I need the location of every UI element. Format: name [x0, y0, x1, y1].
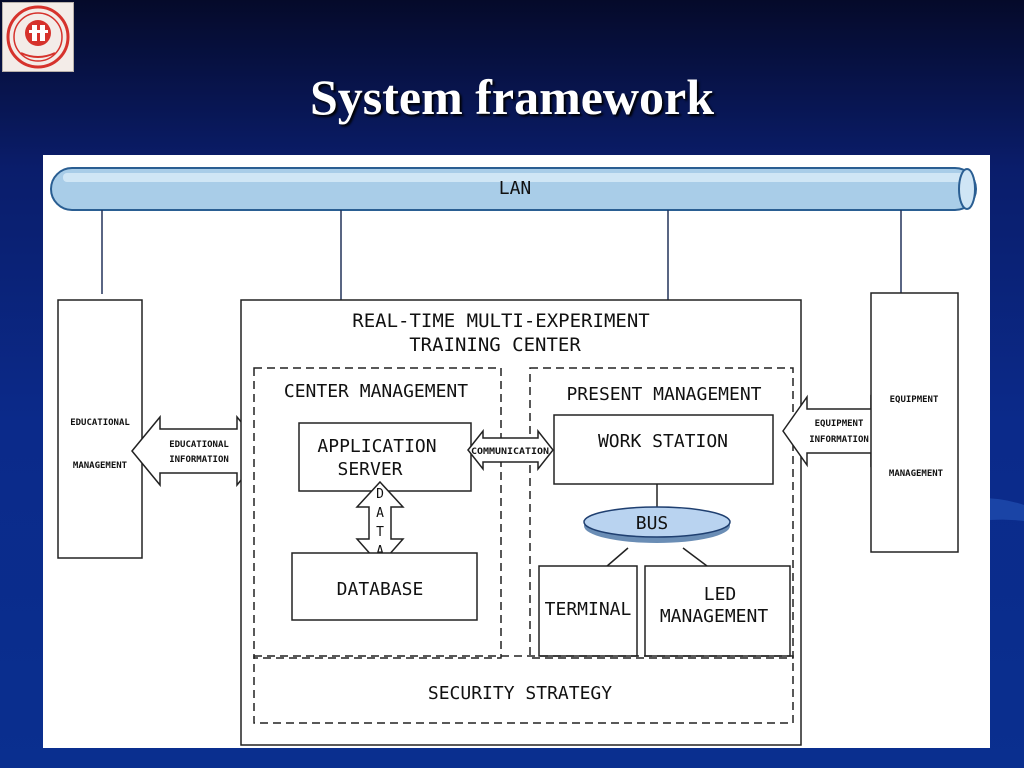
center-management-label: CENTER MANAGEMENT	[284, 381, 468, 402]
application-server-line2: SERVER	[337, 459, 402, 480]
led-management-line1: LED	[704, 584, 737, 605]
bus-led-connector	[682, 547, 708, 567]
page-title: System framework	[309, 69, 715, 125]
security-strategy-region	[253, 655, 794, 724]
equipment-management-box	[870, 292, 959, 553]
data-letter-t: T	[376, 525, 384, 540]
university-seal-icon	[2, 2, 74, 72]
application-server-box	[298, 422, 472, 492]
data-letter-d: D	[376, 487, 384, 502]
equipment-management-line2: MANAGEMENT	[889, 469, 944, 479]
data-letter-a2: A	[376, 544, 384, 559]
communication-label: COMMUNICATION	[471, 447, 549, 457]
equipment-information-line1: EQUIPMENT	[815, 419, 864, 429]
database-box	[291, 552, 478, 621]
bus-ellipse-top	[583, 506, 731, 538]
educational-management-line1: EDUCATIONAL	[70, 418, 130, 428]
work-station-box	[553, 414, 774, 485]
led-management-box	[644, 565, 791, 657]
educational-management-box	[57, 299, 143, 559]
terminal-label: TERMINAL	[545, 599, 632, 620]
application-server-line1: APPLICATION	[317, 436, 436, 457]
present-management-region	[529, 367, 794, 659]
educational-information-line1: EDUCATIONAL	[169, 440, 229, 450]
led-management-line2: MANAGEMENT	[660, 606, 769, 627]
lan-label: LAN	[499, 178, 532, 199]
data-letter-a1: A	[376, 506, 384, 521]
terminal-box	[538, 565, 638, 657]
training-center-title-line2: TRAINING CENTER	[409, 334, 581, 356]
lan-pipe	[50, 167, 977, 211]
communication-arrow	[467, 428, 554, 472]
equipment-management-line1: EQUIPMENT	[890, 395, 939, 405]
security-strategy-label: SECURITY STRATEGY	[428, 683, 612, 704]
work-station-label: WORK STATION	[598, 431, 728, 452]
system-framework-diagram: LAN EDUCATIONAL MANAGEMENT EDUCATIONAL I…	[43, 155, 990, 748]
educational-information-line2: INFORMATION	[169, 455, 229, 465]
equipment-information-line2: INFORMATION	[809, 435, 869, 445]
training-center-title-line1: REAL-TIME MULTI-EXPERIMENT	[352, 310, 649, 332]
educational-management-line2: MANAGEMENT	[73, 461, 128, 471]
present-management-label: PRESENT MANAGEMENT	[566, 384, 761, 405]
bus-label: BUS	[636, 513, 669, 534]
database-label: DATABASE	[337, 579, 424, 600]
center-management-region	[253, 367, 502, 659]
